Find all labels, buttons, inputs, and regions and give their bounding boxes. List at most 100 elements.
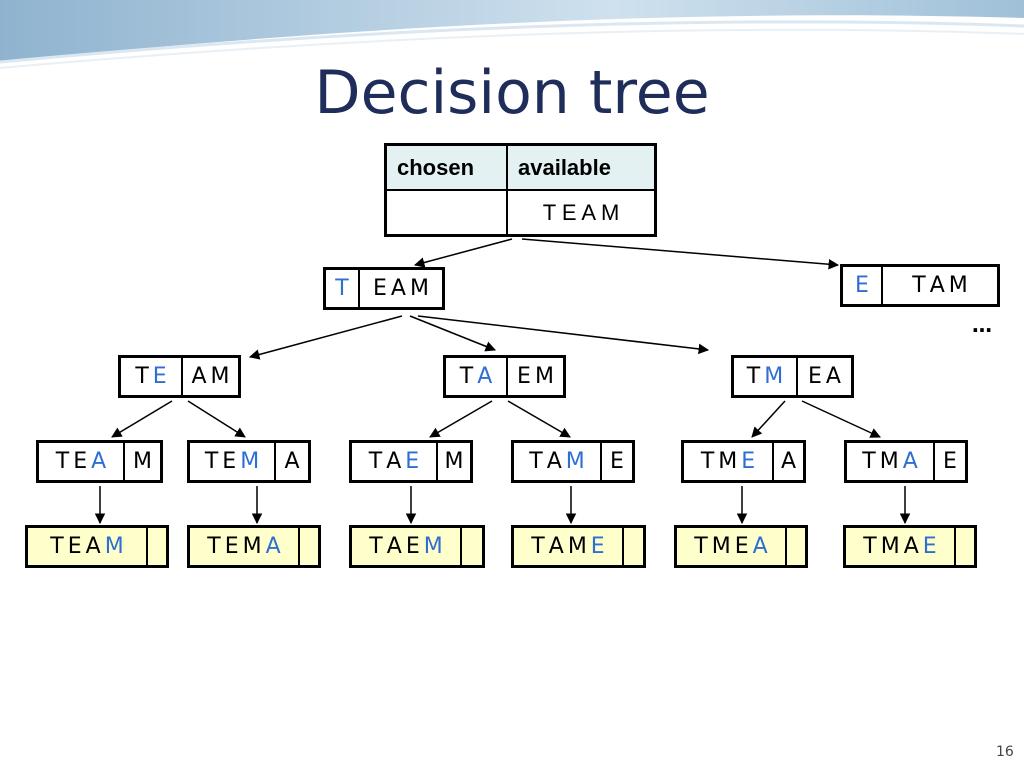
node-letter: T: [700, 449, 715, 474]
node-letter: E: [922, 534, 937, 559]
edge-tm-tme: [751, 400, 786, 438]
node-letter: E: [610, 449, 624, 474]
available-cell: [298, 528, 318, 565]
node-letter: A: [91, 449, 107, 474]
node-letter: A: [386, 534, 402, 559]
node-letter: T: [862, 449, 876, 474]
node-letter: M: [240, 449, 260, 474]
node-letter: T: [531, 534, 545, 559]
available-cell: M: [436, 443, 470, 480]
node-letter: T: [55, 449, 70, 474]
node-letter: A: [902, 449, 918, 474]
page-number: 16: [996, 744, 1014, 760]
node-letter: M: [104, 534, 124, 559]
node-letter: E: [405, 534, 420, 559]
ellipsis-more: …: [972, 313, 992, 337]
node-letter: M: [880, 534, 900, 559]
node-letter: A: [191, 364, 207, 389]
available-cell: [785, 528, 805, 565]
node-letter: M: [133, 449, 152, 474]
node-letter: E: [517, 364, 531, 389]
node-letter: A: [548, 534, 564, 559]
node-letter: E: [741, 449, 756, 474]
edge-t-te: [248, 315, 403, 360]
available-cell: M: [123, 443, 160, 480]
node-letter: E: [855, 273, 869, 298]
header-swoosh-decoration: [0, 0, 1024, 69]
edge-root-t: [413, 238, 513, 268]
chosen-cell: T: [326, 270, 358, 307]
node-letter: M: [423, 534, 443, 559]
node-letter: E: [73, 449, 88, 474]
edge-ta-tae: [429, 400, 493, 438]
node-letter: M: [764, 364, 784, 389]
edge-te-tem: [187, 400, 246, 438]
node-letter: M: [948, 273, 968, 298]
node-letter: E: [222, 449, 237, 474]
node-letter: M: [444, 449, 464, 474]
edge-t-ta: [409, 315, 496, 352]
node-letter: T: [368, 449, 383, 474]
node-letter: E: [590, 534, 605, 559]
available-cell: [460, 528, 482, 565]
node-letter: T: [135, 364, 149, 389]
node-letter: M: [879, 449, 899, 474]
node-letter: A: [929, 273, 945, 298]
node-letter: T: [50, 534, 64, 559]
slide-title: Decision tree: [314, 58, 710, 128]
node-letter: M: [711, 534, 731, 559]
node-letter: T: [459, 364, 474, 389]
root-available-value: T E A M: [542, 199, 620, 225]
node-letter: T: [335, 276, 349, 301]
node-letter: E: [67, 534, 82, 559]
node-letter: A: [265, 534, 281, 559]
root-chosen-value: [387, 191, 508, 234]
node-letter: T: [694, 534, 708, 559]
node-letter: T: [207, 534, 221, 559]
available-cell: [954, 528, 974, 565]
node-letter: E: [808, 364, 822, 389]
node-letter: T: [369, 534, 383, 559]
node-letter: T: [746, 364, 761, 389]
edge-root-e: [521, 238, 840, 270]
edge-ta-tam: [507, 400, 571, 438]
node-letter: A: [284, 449, 300, 474]
root-node-table: chosen available T E A M: [384, 143, 657, 237]
node-letter: T: [863, 534, 877, 559]
node-letter: M: [210, 364, 230, 389]
node-letter: M: [565, 449, 585, 474]
available-cell: [146, 528, 166, 565]
node-letter: E: [224, 534, 239, 559]
node-letter: M: [718, 449, 738, 474]
node-letter: T: [204, 449, 219, 474]
node-letter: M: [567, 534, 587, 559]
node-letter: E: [405, 449, 420, 474]
node-letter: A: [546, 449, 562, 474]
available-column-header: available: [508, 146, 654, 191]
available-cell: A: [772, 443, 803, 480]
